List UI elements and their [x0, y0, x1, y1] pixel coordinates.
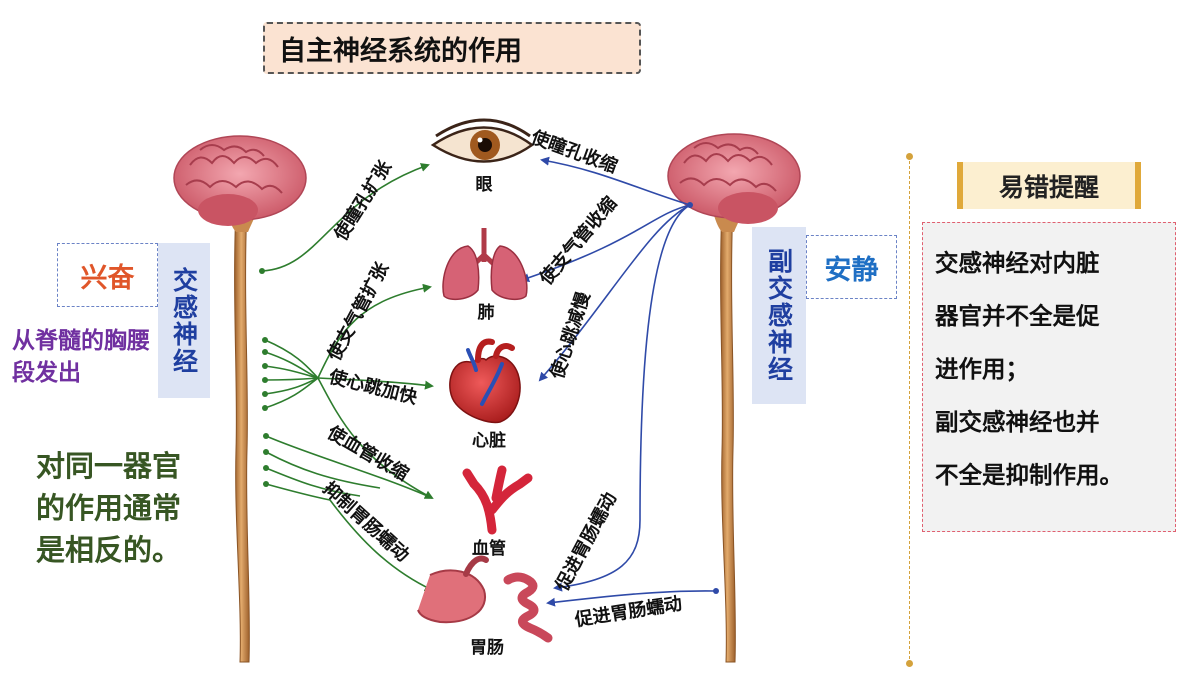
tip-line: 副交感神经也并: [935, 408, 1100, 436]
parasympathetic-nerves: [520, 156, 717, 607]
tip-box: 交感神经对内脏 器官并不全是促 进作用； 副交感神经也并 不全是抑制作用。: [922, 222, 1176, 532]
parasympathetic-nerve-dots: [687, 202, 719, 594]
excite-label: 兴奋: [57, 243, 158, 307]
sym-effect-lung: 使支气管扩张: [323, 258, 394, 365]
sym-effect-stomach: 抑制胃肠蠕动: [319, 478, 413, 566]
sym-effect-heart: 使心跳加快: [326, 365, 421, 409]
tip-line: 器官并不全是促: [935, 302, 1100, 330]
right-brain-spinal-cord: [667, 133, 801, 663]
tip-title: 易错提醒: [957, 162, 1141, 209]
organ-label-heart: 心脏: [472, 430, 506, 451]
left-brain-spinal-cord: [173, 135, 307, 663]
divider-dot-bottom: [906, 660, 913, 667]
opposite-effect-note: 对同一器官的作用通常是相反的。: [36, 449, 182, 567]
organ-label-eye: 眼: [476, 175, 493, 195]
organ-label-vessel: 血管: [472, 538, 506, 559]
tip-line: 交感神经对内脏: [935, 249, 1100, 277]
blood-vessel-icon: [462, 465, 533, 535]
page-title: 自主神经系统的作用: [263, 22, 641, 74]
sym-effect-eye: 使瞳孔扩张: [329, 156, 396, 246]
heart-icon: [449, 338, 521, 424]
para-effect-heart: 使心跳减慢: [546, 288, 595, 382]
lungs-icon: [442, 228, 528, 301]
sympathetic-label: 交感神经: [158, 243, 210, 398]
stomach-intestine-icon: [417, 555, 553, 643]
organ-label-lung: 肺: [478, 303, 495, 323]
eye-icon: [430, 118, 535, 163]
organ-label-stomach: 胃肠: [470, 638, 504, 658]
parasympathetic-label: 副交感神经: [752, 227, 806, 404]
para-effect-stomach-upper: 促进胃肠蠕动: [551, 489, 622, 596]
divider-line: [909, 156, 910, 664]
sym-effect-vessel: 使血管收缩: [323, 421, 413, 486]
sympathetic-origin: 从脊髓的胸腰段发出: [12, 328, 150, 386]
tip-line: 进作用；: [935, 355, 1029, 383]
calm-label: 安静: [806, 235, 897, 299]
para-effect-eye: 使瞳孔收缩: [527, 126, 620, 178]
sympathetic-nerves: [261, 163, 434, 592]
sympathetic-nerve-dots: [259, 268, 269, 487]
para-effect-lung: 使支气管收缩: [534, 192, 621, 290]
tip-line: 不全是抑制作用。: [935, 461, 1123, 489]
divider-dot-top: [906, 153, 913, 160]
